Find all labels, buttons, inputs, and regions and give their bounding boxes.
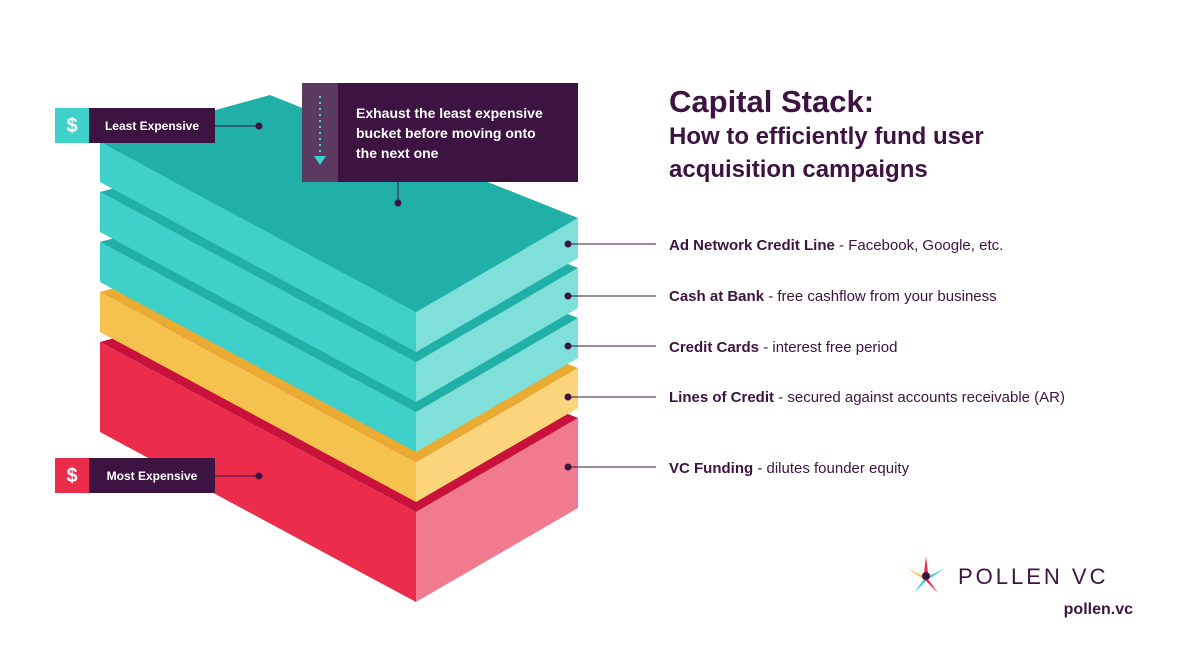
connector-least-expensive-dot xyxy=(255,122,263,130)
connector-lines-of-credit-dot xyxy=(564,393,572,401)
most-expensive-label: Most Expensive xyxy=(107,469,198,483)
most-expensive-label-box xyxy=(89,458,215,493)
title-main: Capital Stack: xyxy=(669,84,874,119)
brand-name: POLLEN VC xyxy=(958,564,1109,589)
layer-side-face-credit-cards xyxy=(416,318,578,452)
layer-labels: Ad Network Credit Line - Facebook, Googl… xyxy=(669,237,1065,477)
layer-label-ad-network: Ad Network Credit Line - Facebook, Googl… xyxy=(669,237,1003,254)
dollar-icon: $ xyxy=(66,115,77,137)
layer-front-face-vc-funding xyxy=(100,342,416,602)
layer-front-face-lines-of-credit xyxy=(100,292,416,502)
dollar-icon-box xyxy=(55,108,89,143)
layer-label-cash-at-bank: Cash at Bank - free cashflow from your b… xyxy=(669,288,997,305)
layer-side-face-ad-network xyxy=(416,218,578,352)
brand-block: POLLEN VC pollen.vc xyxy=(907,556,1133,618)
least-expensive-label: Least Expensive xyxy=(105,119,199,133)
connector-vc-funding-dot xyxy=(564,463,572,471)
layer-side-face-vc-funding xyxy=(416,418,578,602)
dollar-icon: $ xyxy=(66,465,77,487)
layer-front-face-cash-at-bank xyxy=(100,192,416,402)
layer-side-face-lines-of-credit xyxy=(416,368,578,502)
least-expensive-badge: $ Least Expensive xyxy=(55,108,215,143)
layer-front-face-credit-cards xyxy=(100,242,416,452)
callout-line-2: bucket before moving onto xyxy=(356,125,536,141)
layer-top-face-ad-network xyxy=(100,95,578,312)
brand-url[interactable]: pollen.vc xyxy=(1064,601,1133,618)
callout-line-1: Exhaust the least expensive xyxy=(356,105,543,121)
title-sub-2: acquisition campaigns xyxy=(669,156,928,183)
callout-line-3: the next one xyxy=(356,145,439,161)
layer-front-face-ad-network xyxy=(100,142,416,352)
layer-side-face-cash-at-bank xyxy=(416,268,578,402)
layer-label-vc-funding: VC Funding - dilutes founder equity xyxy=(669,460,910,477)
connector-credit-cards-dot xyxy=(564,342,572,350)
callout-background xyxy=(302,83,578,182)
connector-lines xyxy=(215,122,656,480)
most-expensive-badge: $ Most Expensive xyxy=(55,458,215,493)
dollar-icon-box xyxy=(55,458,89,493)
connector-cash-at-bank-dot xyxy=(564,292,572,300)
layer-label-lines-of-credit: Lines of Credit - secured against accoun… xyxy=(669,389,1065,406)
layer-label-credit-cards: Credit Cards - interest free period xyxy=(669,339,897,356)
pollen-logo-icon xyxy=(907,556,945,593)
page-title: Capital Stack: How to efficiently fund u… xyxy=(669,84,984,183)
stack-layers xyxy=(100,95,578,602)
title-sub-1: How to efficiently fund user xyxy=(669,123,984,150)
arrow-head-icon xyxy=(314,156,326,165)
connector-callout-dot xyxy=(394,199,402,207)
connector-ad-network-dot xyxy=(564,240,572,248)
callout-box: Exhaust the least expensive bucket befor… xyxy=(302,83,578,182)
connector-most-expensive-dot xyxy=(255,472,263,480)
least-expensive-label-box xyxy=(89,108,215,143)
